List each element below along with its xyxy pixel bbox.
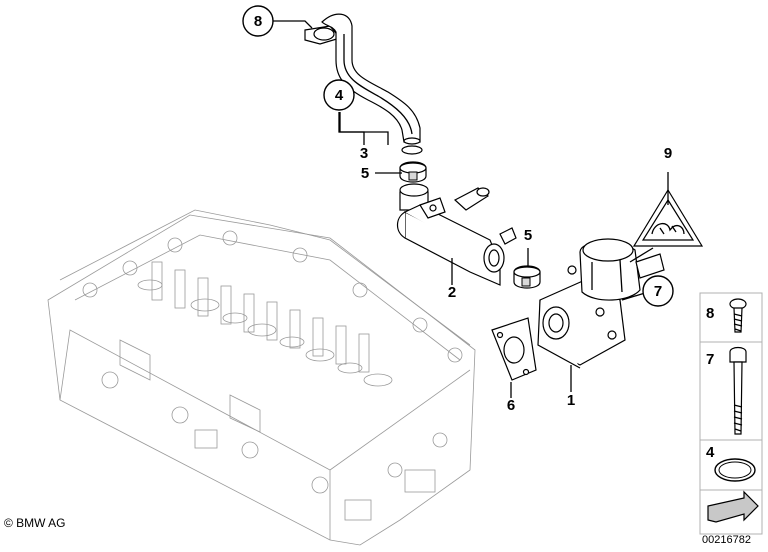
callout-5-lower: 5 <box>524 227 532 244</box>
legend-item-4: 4 <box>706 444 756 482</box>
egr-valve <box>537 238 665 369</box>
head-ports <box>119 339 436 521</box>
callout-6: 6 <box>507 397 515 414</box>
callout-4-label: 4 <box>335 87 344 104</box>
callout-8-label: 8 <box>254 13 262 30</box>
callout-9: 9 <box>664 145 672 162</box>
callout-4: 4 <box>323 79 355 111</box>
callout-2: 2 <box>448 284 456 301</box>
legend-item-8: 8 <box>706 298 747 333</box>
warning-label-triangle <box>632 188 704 247</box>
callout-5-upper: 5 <box>361 165 369 182</box>
diagram-number: 00216782 <box>702 534 751 546</box>
legend-item-7-label: 7 <box>706 351 714 368</box>
egr-pipe <box>304 13 423 155</box>
legend-item-8-label: 8 <box>706 305 714 322</box>
legend-item-7: 7 <box>706 346 747 435</box>
hose-clamp-lower <box>513 265 541 289</box>
valve-stems <box>137 261 393 387</box>
hose-clamp-upper <box>399 161 427 183</box>
legend-panel: 8 7 4 <box>699 292 763 535</box>
egr-cooler <box>396 183 517 286</box>
callout-7: 7 <box>642 275 674 307</box>
egr-gasket <box>491 317 537 381</box>
cylinder-head <box>47 209 476 546</box>
leader-lines <box>272 20 669 398</box>
legend-arrow-icon <box>707 490 759 523</box>
legend-item-4-label: 4 <box>706 444 715 461</box>
callout-7-label: 7 <box>654 283 662 300</box>
callout-3: 3 <box>360 145 368 162</box>
callout-8: 8 <box>242 5 274 37</box>
copyright-text: © BMW AG <box>4 516 66 530</box>
callout-1: 1 <box>567 392 575 409</box>
head-bosses <box>82 230 463 494</box>
